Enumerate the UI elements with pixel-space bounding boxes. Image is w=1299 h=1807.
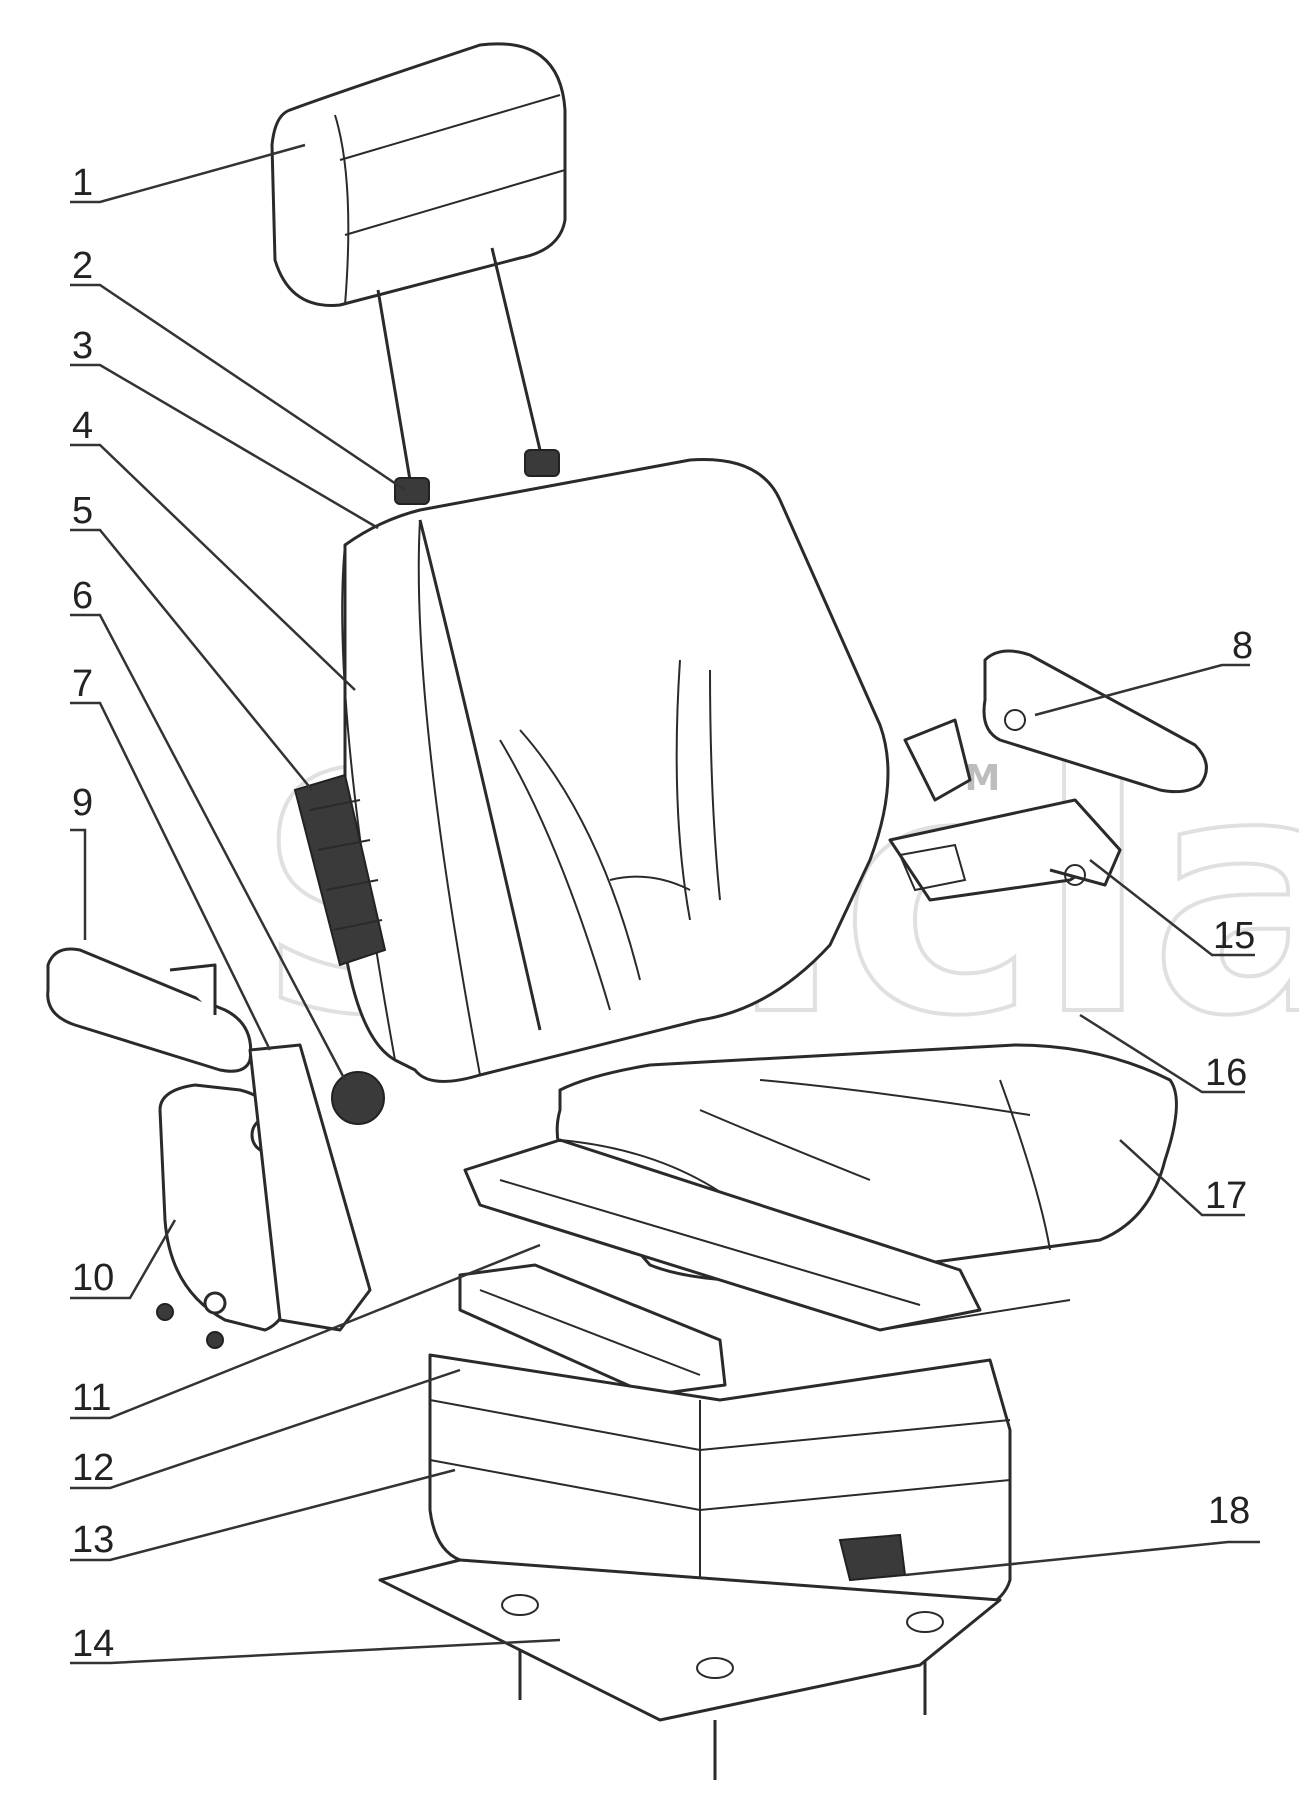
- leader-3: [70, 363, 379, 530]
- leader-1: [70, 143, 306, 204]
- callout-1: 1: [72, 162, 93, 204]
- callout-3: 3: [72, 325, 93, 367]
- leader-9: [70, 828, 87, 940]
- callout-2: 2: [72, 245, 93, 287]
- leader-5: [70, 528, 313, 791]
- callout-15: 15: [1213, 915, 1255, 957]
- headrest-part: [270, 42, 567, 505]
- callout-12: 12: [72, 1447, 114, 1489]
- leader-17: [1119, 1139, 1245, 1217]
- leader-15: [1089, 859, 1255, 957]
- callout-8: 8: [1232, 625, 1253, 667]
- seat-slide-frame-part: [463, 1138, 1071, 1332]
- leader-8: [1034, 663, 1250, 717]
- leader-10: [70, 1219, 177, 1300]
- leader-7: [70, 701, 272, 1051]
- backrest-part: [341, 458, 890, 1083]
- callout-16: 16: [1205, 1052, 1247, 1094]
- lumbar-adjuster-part: [293, 773, 387, 967]
- callout-17: 17: [1205, 1175, 1247, 1217]
- leader-lines: [70, 143, 1260, 1665]
- mount-plate-part: [378, 1558, 1002, 1780]
- left-armrest-part: [46, 947, 372, 1349]
- leader-2: [70, 283, 406, 492]
- leader-12: [70, 1368, 461, 1490]
- callout-11: 11: [72, 1377, 111, 1419]
- leader-11: [70, 1243, 541, 1420]
- right-armrest-part: [888, 649, 1208, 902]
- leader-4: [70, 443, 356, 691]
- recline-knob-part: [331, 1071, 385, 1125]
- slide-rail-part: [458, 1263, 727, 1397]
- leader-18: [904, 1540, 1260, 1577]
- callout-numbers: 1 2 3 4 5 6 7 8 9 10 11 12 13 14 15 16 1…: [72, 162, 1255, 1665]
- part-drawings: [46, 42, 1208, 1780]
- callout-7: 7: [72, 663, 93, 705]
- callout-5: 5: [72, 490, 93, 532]
- leader-14: [70, 1638, 561, 1665]
- callout-4: 4: [72, 405, 93, 447]
- callout-13: 13: [72, 1519, 114, 1561]
- callout-10: 10: [72, 1257, 114, 1299]
- callout-9: 9: [72, 782, 93, 824]
- callout-14: 14: [72, 1623, 114, 1665]
- callout-6: 6: [72, 575, 93, 617]
- leader-16: [1079, 1013, 1245, 1094]
- leader-6: [70, 613, 347, 1081]
- leader-13: [70, 1468, 456, 1562]
- callout-18: 18: [1208, 1490, 1250, 1532]
